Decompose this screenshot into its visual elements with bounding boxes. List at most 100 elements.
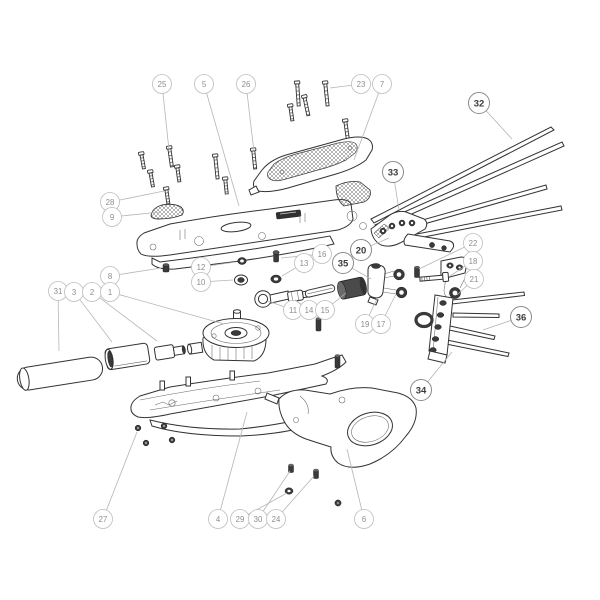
callout-9: 9 (102, 207, 161, 227)
callout-26: 26 (236, 74, 256, 153)
callout-22: 22 (418, 233, 483, 270)
callout-1: 1 (100, 282, 225, 325)
leader-line-14 (294, 299, 302, 305)
callout-circle-24 (266, 509, 286, 529)
part-guard-shell (264, 387, 417, 468)
part-handle-tube (16, 356, 104, 391)
callout-17: 17 (371, 293, 397, 334)
callout-number-26: 26 (242, 80, 251, 89)
leader-line-35 (351, 267, 372, 280)
callout-number-3: 3 (72, 288, 76, 297)
part-connecting-rod (254, 276, 367, 308)
leader-line-24 (281, 475, 315, 513)
callout-circle-20 (350, 239, 372, 261)
callout-circle-23 (351, 74, 371, 94)
callout-27: 27 (93, 431, 138, 529)
callout-number-6: 6 (362, 515, 366, 524)
leader-line-28 (119, 190, 165, 201)
leader-line-1 (119, 294, 225, 325)
leader-line-34 (427, 351, 453, 383)
leader-line-2 (99, 297, 158, 342)
callout-number-20: 20 (356, 245, 367, 256)
callout-21: 21 (456, 269, 484, 296)
callout-circle-25 (152, 74, 172, 94)
callout-number-27: 27 (99, 515, 108, 524)
part-gear-housing (186, 309, 270, 362)
callout-36: 36 (482, 306, 532, 331)
leader-line-10 (210, 279, 234, 282)
callout-number-14: 14 (305, 306, 314, 315)
callout-number-35: 35 (338, 258, 349, 269)
callout-number-18: 18 (469, 257, 478, 266)
callout-3: 3 (64, 282, 113, 343)
callout-18: 18 (449, 251, 483, 277)
callout-circle-6 (354, 509, 374, 529)
leader-line-12 (210, 261, 237, 267)
leader-line-33 (394, 182, 400, 211)
callout-7: 7 (353, 74, 392, 161)
callout-number-5: 5 (202, 80, 207, 89)
callout-19: 19 (355, 298, 378, 334)
screw-group (137, 80, 352, 205)
callout-number-10: 10 (197, 278, 206, 287)
leader-line-30 (262, 470, 291, 512)
callout-33: 33 (382, 161, 404, 211)
leader-line-13 (281, 267, 297, 277)
callout-23: 23 (329, 74, 371, 94)
callout-14: 14 (294, 299, 319, 320)
callout-24: 24 (266, 475, 315, 529)
callout-35: 35 (332, 252, 372, 280)
part-tube-sleeve (104, 342, 151, 371)
callout-number-8: 8 (108, 272, 112, 281)
callout-number-32: 32 (474, 98, 485, 109)
leader-line-8 (119, 267, 162, 275)
part-blade-holder (370, 210, 455, 253)
callout-number-30: 30 (254, 515, 263, 524)
callout-10: 10 (191, 272, 234, 292)
callout-circle-17 (371, 314, 391, 334)
leader-line-21 (456, 285, 468, 296)
leader-line-22 (418, 246, 465, 270)
callout-34: 34 (410, 351, 453, 401)
leader-line-19 (368, 298, 378, 316)
leader-line-31 (57, 300, 60, 352)
callout-circle-33 (382, 161, 404, 183)
part-spacer-pins (315, 317, 341, 369)
callout-number-11: 11 (289, 306, 297, 315)
leader-line-36 (482, 320, 512, 331)
callout-2: 2 (82, 282, 158, 342)
callout-circle-13 (294, 253, 314, 273)
callout-number-31: 31 (54, 287, 63, 296)
callout-circle-15 (315, 300, 335, 320)
callout-13: 13 (281, 253, 314, 277)
leader-line-23 (329, 84, 352, 89)
callout-number-1: 1 (108, 288, 112, 297)
leader-line-27 (106, 431, 138, 511)
callout-circle-7 (372, 74, 392, 94)
callout-20: 20 (350, 237, 390, 261)
part-lock-nuts (134, 422, 176, 447)
leader-line-4 (220, 411, 248, 510)
callout-circle-35 (332, 252, 354, 274)
callout-11: 11 (267, 300, 303, 320)
callout-number-36: 36 (516, 312, 527, 323)
callout-8: 8 (100, 266, 162, 286)
callout-circle-27 (93, 509, 113, 529)
callout-circle-5 (194, 74, 214, 94)
callout-circle-4 (208, 509, 228, 529)
leader-line-32 (485, 110, 513, 140)
callout-32: 32 (468, 92, 513, 140)
callout-circle-36 (510, 306, 532, 328)
callout-4: 4 (208, 411, 248, 529)
callout-circle-26 (236, 74, 256, 94)
callout-12: 12 (191, 257, 237, 277)
leader-line-15 (332, 292, 347, 305)
callout-number-9: 9 (110, 213, 114, 222)
part-grommets (284, 463, 342, 507)
callout-5: 5 (194, 74, 240, 207)
callout-28: 28 (100, 190, 165, 212)
callout-circle-32 (468, 92, 490, 114)
